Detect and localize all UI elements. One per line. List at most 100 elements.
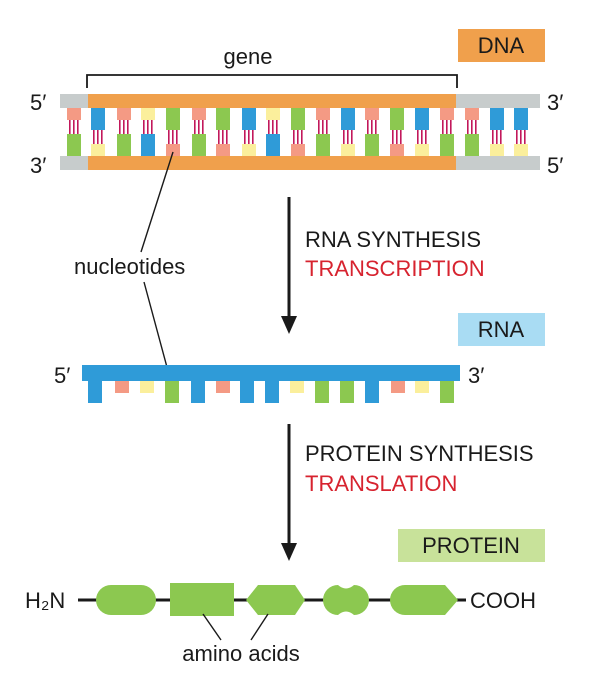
hydrogen-bond — [168, 130, 170, 144]
hydrogen-bond — [371, 120, 373, 134]
hydrogen-bond — [375, 120, 377, 134]
dna-top-base — [316, 108, 330, 120]
dna-top-base — [415, 108, 429, 130]
dna-top-base — [514, 108, 528, 130]
gene-bracket — [86, 74, 458, 88]
rna-base — [365, 381, 379, 403]
dna-top-base — [216, 108, 230, 130]
hydrogen-bond — [202, 120, 204, 134]
dna-bottom-base — [266, 134, 280, 156]
nucleotide-pointer-dna — [140, 151, 174, 253]
rna-base — [191, 381, 205, 403]
dna-top-left-end: 5′ — [30, 90, 46, 115]
hydrogen-bond — [467, 120, 469, 134]
dna-bottom-left-end: 3′ — [30, 153, 46, 178]
dna-bottom-base — [141, 134, 155, 156]
dna-bottom-base — [91, 144, 105, 156]
hydrogen-bond — [143, 120, 145, 134]
dna-bottom-flank-left — [60, 156, 88, 170]
hydrogen-bond — [475, 120, 477, 134]
hydrogen-bond — [347, 130, 349, 144]
dna-top-base — [91, 108, 105, 130]
hydrogen-bond — [322, 120, 324, 134]
dna-bottom-base — [192, 134, 206, 156]
rna-tag-box — [458, 313, 545, 346]
hydrogen-bond — [119, 120, 121, 134]
hydrogen-bond — [293, 130, 295, 144]
dna-tag: DNA — [478, 33, 525, 58]
dna-bottom-base — [216, 144, 230, 156]
dna-bottom-base — [490, 144, 504, 156]
hydrogen-bond — [500, 130, 502, 144]
dna-top-base — [141, 108, 155, 120]
hydrogen-bond — [516, 130, 518, 144]
hydrogen-bond — [446, 120, 448, 134]
dna-bottom-base — [514, 144, 528, 156]
rna-base — [115, 381, 129, 393]
rna-base — [290, 381, 304, 393]
rna-backbone — [82, 365, 460, 381]
hydrogen-bond — [450, 120, 452, 134]
dna-top-flank-left — [60, 94, 88, 108]
translation-step: PROTEIN SYNTHESIS TRANSLATION — [281, 424, 534, 561]
rna-base — [415, 381, 429, 393]
hydrogen-bond — [442, 120, 444, 134]
dna-top-strand — [88, 94, 456, 108]
rna-base — [140, 381, 154, 393]
dna-top-base — [67, 108, 81, 120]
dna-base-pairs — [67, 108, 528, 156]
dna-top-base — [117, 108, 131, 120]
dna-bottom-base — [440, 134, 454, 156]
hydrogen-bond — [123, 120, 125, 134]
dna-top-right-end: 3′ — [547, 90, 563, 115]
hydrogen-bond — [244, 130, 246, 144]
dna-bottom-base — [67, 134, 81, 156]
amino-pointer-1 — [202, 613, 222, 641]
amino-acids-label: amino acids — [182, 641, 299, 666]
rna-synthesis-label: RNA SYNTHESIS — [305, 227, 481, 252]
dna-top-base — [166, 108, 180, 130]
rna-base — [340, 381, 354, 403]
dna-bottom-base — [465, 134, 479, 156]
hydrogen-bond — [127, 120, 129, 134]
dna-bottom-base — [390, 144, 404, 156]
hydrogen-bond — [520, 130, 522, 144]
rna-base — [265, 381, 279, 403]
hydrogen-bond — [218, 130, 220, 144]
n-terminus-label: H₂N — [25, 588, 65, 613]
amino-acid-3 — [246, 585, 305, 615]
transcription-label: TRANSCRIPTION — [305, 256, 485, 281]
hydrogen-bond — [400, 130, 402, 144]
dna-top-base — [390, 108, 404, 130]
hydrogen-bond — [194, 120, 196, 134]
hydrogen-bond — [471, 120, 473, 134]
protein-tag: PROTEIN — [422, 533, 520, 558]
dna-bottom-right-end: 5′ — [547, 153, 563, 178]
dna-top-base — [291, 108, 305, 130]
dna-bottom-flank-right — [456, 156, 540, 170]
hydrogen-bond — [272, 120, 274, 134]
rna-base — [88, 381, 102, 403]
protein-tag-box — [398, 529, 545, 562]
amino-pointer-2 — [250, 613, 269, 641]
amino-acid-4 — [323, 585, 369, 615]
hydrogen-bond — [222, 130, 224, 144]
nucleotides-label: nucleotides — [74, 254, 185, 279]
hydrogen-bond — [151, 120, 153, 134]
dna-bottom-base — [365, 134, 379, 156]
amino-acid-1 — [96, 585, 156, 615]
hydrogen-bond — [301, 130, 303, 144]
translation-label: TRANSLATION — [305, 471, 457, 496]
rna-5-end: 5′ — [54, 363, 70, 388]
rna-base — [216, 381, 230, 393]
hydrogen-bond — [496, 130, 498, 144]
hydrogen-bond — [276, 120, 278, 134]
protein-synthesis-label: PROTEIN SYNTHESIS — [305, 441, 534, 466]
rna-section: RNA 5′ 3′ — [54, 313, 545, 403]
hydrogen-bond — [147, 120, 149, 134]
dna-top-base — [341, 108, 355, 130]
dna-bottom-base — [117, 134, 131, 156]
rna-base — [440, 381, 454, 403]
hydrogen-bond — [252, 130, 254, 144]
